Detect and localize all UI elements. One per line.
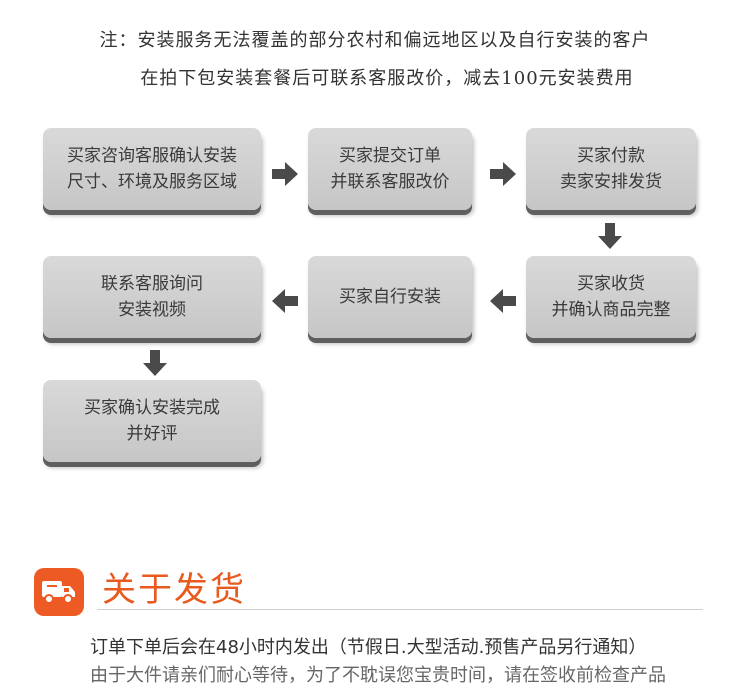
step-line: 尺寸、环境及服务区域 xyxy=(67,172,237,192)
flow-step-confirm-review: 买家确认安装完成并好评 xyxy=(43,380,261,462)
step-line: 安装视频 xyxy=(118,300,186,320)
delivery-truck-icon xyxy=(34,568,84,616)
flow-step-self-install: 买家自行安装 xyxy=(308,256,472,338)
section-divider xyxy=(97,609,703,610)
flow-step-submit-order: 买家提交订单并联系客服改价 xyxy=(308,128,472,210)
shipping-note-line-2: 由于大件请亲们耐心等待，为了不耽误您宝贵时间，请在签收前检查产品 xyxy=(90,665,666,686)
step-line: 并联系客服改价 xyxy=(330,172,450,192)
arrow-right-icon xyxy=(272,161,298,187)
arrow-down-icon xyxy=(597,223,623,249)
section-title: 关于发货 xyxy=(102,570,246,610)
step-line: 买家付款 xyxy=(577,146,645,166)
step-line: 买家提交订单 xyxy=(339,146,441,166)
arrow-left-icon xyxy=(272,288,298,314)
flow-step-contact-video: 联系客服询问安装视频 xyxy=(43,256,261,338)
step-line: 并确认商品完整 xyxy=(551,300,671,320)
notice-line-1: 注：安装服务无法覆盖的部分农村和偏远地区以及自行安装的客户 xyxy=(99,30,651,51)
flow-step-consult: 买家咨询客服确认安装尺寸、环境及服务区域 xyxy=(43,128,261,210)
step-line: 买家收货 xyxy=(577,274,645,294)
arrow-left-icon xyxy=(490,288,516,314)
step-line: 买家自行安装 xyxy=(339,287,441,307)
step-line: 联系客服询问 xyxy=(101,274,203,294)
step-line: 卖家安排发货 xyxy=(560,172,662,192)
arrow-down-icon xyxy=(142,350,168,376)
shipping-note-line-1: 订单下单后会在48小时内发出（节假日.大型活动.预售产品另行通知） xyxy=(90,637,647,658)
step-line: 买家确认安装完成 xyxy=(84,398,220,418)
step-line: 买家咨询客服确认安装 xyxy=(67,146,237,166)
arrow-right-icon xyxy=(490,161,516,187)
notice-line-2: 在拍下包安装套餐后可联系客服改价，减去100元安装费用 xyxy=(140,68,634,89)
flow-step-payment: 买家付款卖家安排发货 xyxy=(526,128,696,210)
flow-step-receive: 买家收货并确认商品完整 xyxy=(526,256,696,338)
step-line: 并好评 xyxy=(126,424,178,444)
